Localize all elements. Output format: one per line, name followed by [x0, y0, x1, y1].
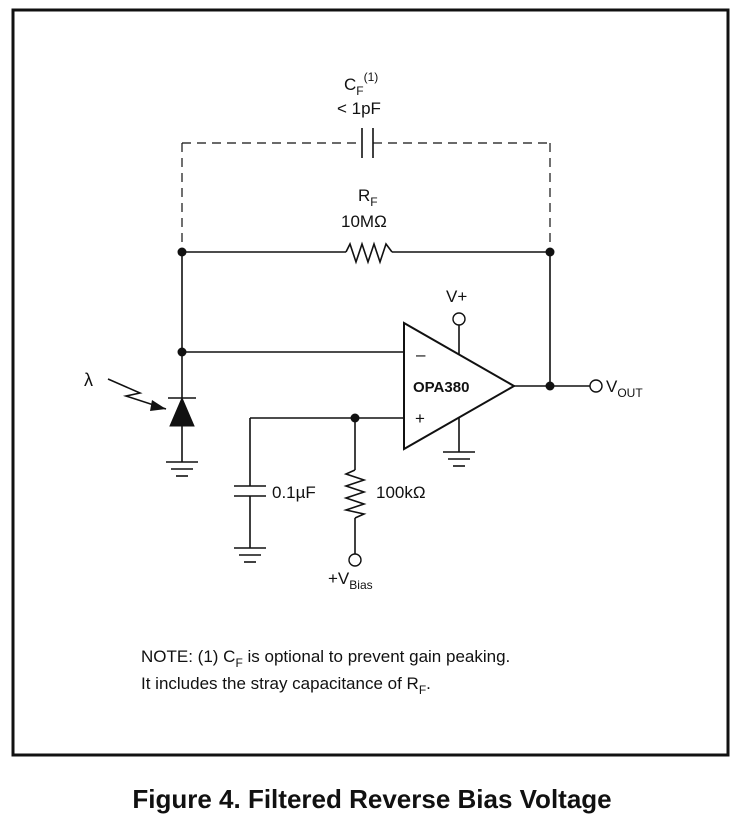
- opamp-plus-sign: +: [415, 409, 425, 428]
- light-symbol: λ: [84, 370, 93, 390]
- bias-network-wires: [249, 417, 404, 554]
- ground-photodiode: [166, 461, 198, 477]
- input-node-wires: [181, 252, 404, 462]
- photodiode-symbol: [168, 396, 196, 427]
- rf-value: 10MΩ: [341, 212, 387, 231]
- light-arrow: [107, 378, 167, 411]
- figure-frame: [11, 8, 730, 757]
- supply-terminal: [452, 312, 466, 326]
- supply-label: V+: [446, 287, 467, 306]
- junction-dots: [177, 247, 555, 423]
- bias-resistor-symbol: [343, 469, 367, 519]
- figure-caption: Figure 4. Filtered Reverse Bias Voltage: [132, 784, 611, 814]
- bias-capacitor-symbol: [234, 485, 266, 497]
- opamp-label: OPA380: [413, 379, 469, 396]
- bias-label: +VBias: [328, 569, 373, 592]
- cf-capacitor-symbol: [361, 128, 374, 158]
- bias-resistor-value: 100kΩ: [376, 483, 426, 502]
- bias-terminal: [348, 553, 362, 567]
- cf-value: < 1pF: [337, 99, 381, 118]
- note-line-1: NOTE: (1) CF is optional to prevent gain…: [141, 647, 510, 670]
- cf-dashed-path: [181, 142, 551, 252]
- rf-label: RF: [358, 186, 378, 209]
- output-label: VOUT: [606, 377, 643, 400]
- ground-opamp: [443, 418, 475, 467]
- bias-capacitor-value: 0.1µF: [272, 483, 316, 502]
- output-wires: [514, 252, 590, 387]
- opamp-minus-sign: –: [416, 345, 426, 364]
- output-terminal: [589, 379, 603, 393]
- ground-bias-capacitor: [234, 547, 266, 563]
- rf-resistor-symbol: [345, 241, 393, 265]
- opamp-symbol: [403, 321, 517, 451]
- note-line-2: It includes the stray capacitance of RF.: [141, 674, 431, 697]
- cf-label: CF(1): [344, 70, 378, 98]
